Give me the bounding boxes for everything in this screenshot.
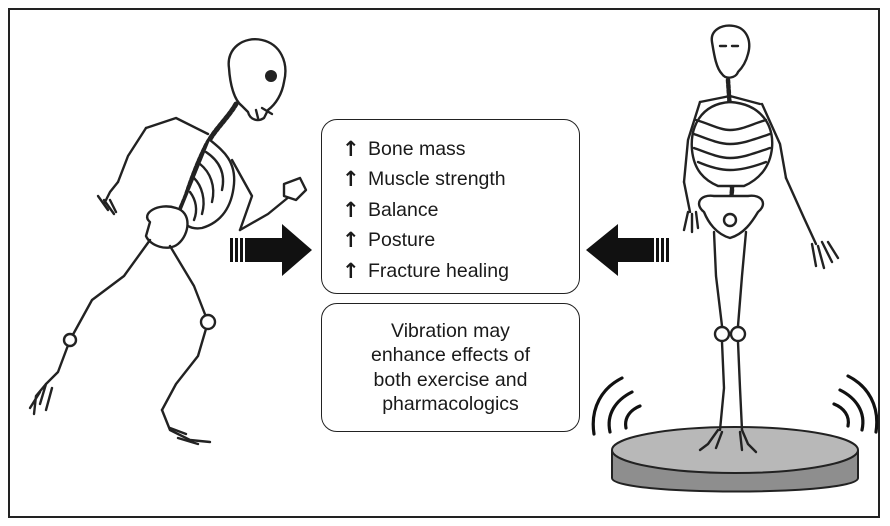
- up-arrow-icon: ↑: [342, 230, 362, 251]
- up-arrow-icon: ↑: [342, 200, 362, 221]
- benefit-bone-mass: ↑ Bone mass: [342, 134, 579, 165]
- up-arrow-icon: ↑: [342, 139, 362, 160]
- benefits-box: ↑ Bone mass ↑ Muscle strength ↑ Balance …: [321, 119, 580, 294]
- benefit-fracture-healing: ↑ Fracture healing: [342, 256, 579, 287]
- up-arrow-icon: ↑: [342, 169, 362, 190]
- benefit-label: Bone mass: [368, 138, 466, 161]
- arrow-left-icon: [586, 224, 669, 276]
- vibration-note-text: Vibration may enhance effects of both ex…: [371, 319, 530, 417]
- vibration-note-box: Vibration may enhance effects of both ex…: [321, 303, 580, 432]
- arrow-right-icon: [230, 224, 312, 276]
- benefit-muscle-strength: ↑ Muscle strength: [342, 165, 579, 196]
- vibration-waves-right-icon: [834, 376, 877, 432]
- benefit-label: Fracture healing: [368, 260, 509, 283]
- up-arrow-icon: ↑: [342, 261, 362, 282]
- benefit-label: Posture: [368, 229, 435, 252]
- standing-skeleton-icon: [684, 26, 838, 452]
- benefit-label: Muscle strength: [368, 168, 506, 191]
- benefit-label: Balance: [368, 199, 438, 222]
- benefit-posture: ↑ Posture: [342, 226, 579, 257]
- benefit-balance: ↑ Balance: [342, 195, 579, 226]
- vibration-waves-left-icon: [593, 378, 640, 434]
- vibration-platform-icon: [612, 427, 858, 492]
